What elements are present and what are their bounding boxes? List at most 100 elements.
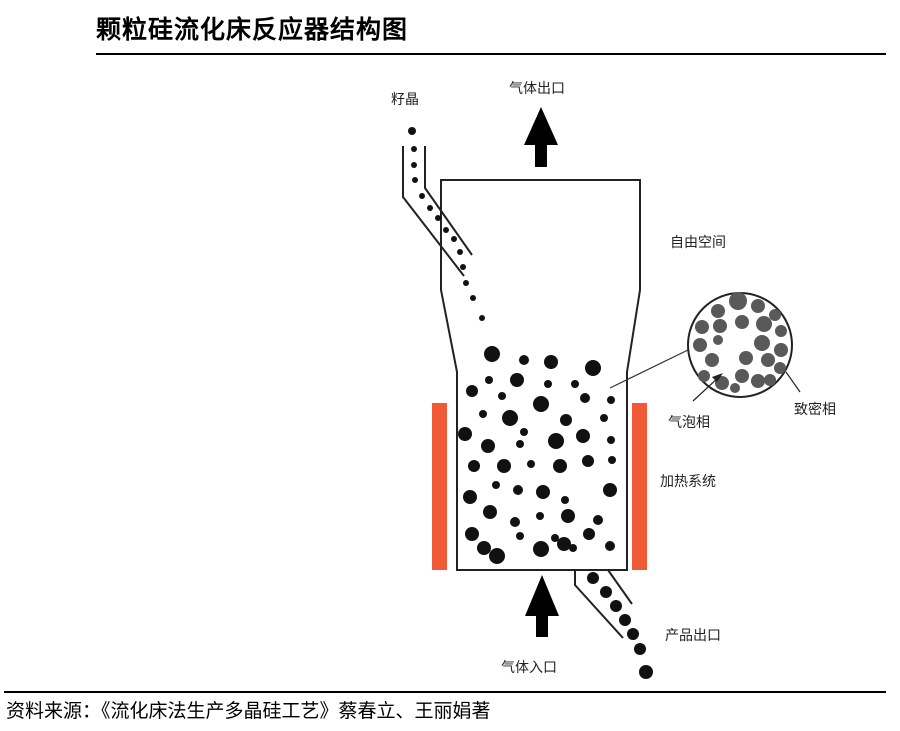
bed-particle — [466, 385, 478, 397]
bed-particle — [544, 380, 552, 388]
product-outlet-label: 产品出口 — [665, 628, 721, 644]
dense-particle — [711, 304, 725, 318]
bed-particle — [498, 392, 506, 400]
product-particle — [639, 665, 653, 679]
bubble-pointer-head — [712, 373, 723, 382]
bed-particle — [468, 460, 480, 472]
bed-particle — [569, 544, 577, 552]
bed-particle — [536, 512, 544, 520]
source-note: 资料来源：《流化床法生产多晶硅工艺》蔡春立、王丽娟著 — [6, 700, 491, 722]
bed-particle — [607, 396, 615, 404]
seed-particle — [408, 127, 416, 135]
bed-particle — [561, 496, 569, 504]
heating-system-label: 加热系统 — [660, 474, 716, 490]
dense-particle — [695, 320, 709, 334]
bed-particle — [533, 541, 549, 557]
seed-particle — [435, 215, 441, 221]
bed-particle — [580, 393, 590, 403]
bed-particle — [603, 483, 617, 497]
dense-particle — [693, 338, 707, 352]
bed-particle — [516, 440, 524, 448]
bubble-phase-label: 气泡相 — [668, 415, 710, 431]
dense-particle — [713, 319, 727, 333]
seed-particle — [463, 280, 469, 286]
bed-particle — [510, 373, 524, 387]
product-outlet-tube — [574, 569, 633, 639]
bed-particle — [600, 414, 608, 422]
dense-particle — [769, 309, 781, 321]
dense-phase-label: 致密相 — [794, 401, 836, 418]
bed-particle — [551, 534, 559, 542]
seed-label: 籽晶 — [391, 92, 419, 108]
bed-particle — [544, 355, 558, 369]
dense-particle — [756, 316, 772, 332]
dense-particle — [735, 369, 749, 383]
bed-particle — [533, 396, 549, 412]
seed-particle — [419, 193, 425, 199]
seed-particle — [412, 177, 418, 183]
dense-particle — [729, 292, 747, 310]
bed-particle — [560, 414, 572, 426]
bed-particle — [510, 517, 520, 527]
bed-particle — [536, 485, 550, 499]
bed-particle — [607, 436, 615, 444]
bed-particle — [519, 355, 529, 365]
title-divider — [96, 53, 886, 55]
particle-group — [408, 127, 653, 679]
bed-particle — [561, 509, 575, 523]
dense-particle — [754, 335, 770, 351]
bed-particle — [492, 481, 500, 489]
dense-particle — [774, 343, 788, 357]
seed-particle — [470, 295, 476, 301]
bed-particle — [553, 459, 567, 473]
dense-particle-group — [693, 292, 788, 393]
gas-inlet-label: 气体入口 — [501, 660, 557, 676]
dense-pointer-line — [785, 371, 801, 393]
reactor-vessel — [440, 179, 641, 571]
bed-particle — [463, 490, 477, 504]
bed-particle — [557, 537, 571, 551]
seed-particle — [479, 315, 485, 321]
bed-particle — [483, 505, 497, 519]
bed-particle — [520, 428, 528, 436]
bed-particle — [497, 459, 511, 473]
bed-particle — [489, 548, 505, 564]
seed-particle — [427, 205, 433, 211]
footer-divider — [4, 691, 886, 693]
dense-particle — [751, 299, 765, 313]
bed-particle — [576, 429, 590, 443]
product-particle — [634, 643, 646, 655]
dense-particle — [761, 353, 775, 367]
product-particle — [600, 586, 612, 598]
product-particle — [627, 628, 639, 640]
gas-inlet-arrow — [525, 575, 559, 637]
free-space-label: 自由空间 — [670, 235, 726, 251]
bed-particle — [608, 456, 616, 464]
dense-particle — [705, 353, 719, 367]
dense-particle — [774, 362, 786, 374]
product-particle — [610, 600, 622, 612]
bed-particle — [458, 427, 472, 441]
bed-particle — [605, 541, 615, 551]
bed-particle — [479, 410, 487, 418]
bed-particle — [583, 528, 595, 540]
seed-particle — [457, 249, 463, 255]
seed-particle — [411, 162, 417, 168]
gas-outlet-label: 气体出口 — [509, 81, 565, 97]
bed-particle — [477, 541, 491, 555]
gas-outlet-arrow — [524, 107, 558, 167]
magnifier-leader-line — [609, 348, 691, 389]
bed-particle — [582, 455, 594, 467]
page-title: 颗粒硅流化床反应器结构图 — [96, 15, 409, 44]
seed-particle — [460, 264, 466, 270]
dense-particle — [730, 383, 740, 393]
product-particle — [587, 572, 599, 584]
dense-particle — [713, 335, 723, 345]
bed-particle — [502, 410, 518, 426]
bed-particle — [548, 433, 564, 449]
product-particle — [619, 614, 631, 626]
seed-particle — [411, 146, 417, 152]
dense-particle — [698, 370, 710, 382]
seed-particle — [443, 227, 449, 233]
